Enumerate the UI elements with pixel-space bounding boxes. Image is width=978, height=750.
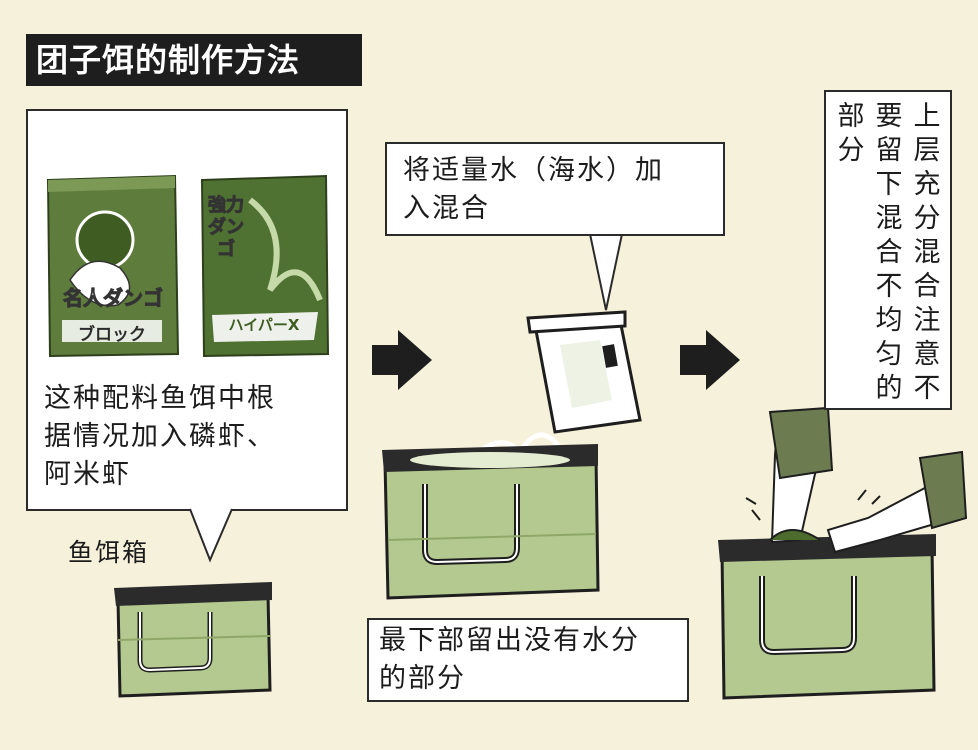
- bag1-brand-line-2: ブロック: [78, 325, 146, 345]
- step2-callout-text: 将适量水（海水）加 入混合: [403, 152, 723, 228]
- bait-box-mixing-icon: [382, 444, 600, 600]
- step3-callout: 上层充分混合注意不 要留下混合不均匀的 部分: [824, 90, 952, 410]
- bag2-brand-line-2: ハイパーX: [228, 316, 300, 334]
- bag2-brand-line-1: 強力ダンゴ: [208, 195, 245, 261]
- bag1-brand-label: 名人ダンゴ: [50, 282, 176, 311]
- step2-caption-line-1: 最下部留出没有水分: [379, 625, 640, 656]
- bait-bag-2-icon: [200, 174, 330, 358]
- step2-caption-box: 最下部留出没有水分 的部分: [367, 618, 689, 702]
- step3-callout-col-1: 上层充分混合注意不: [913, 101, 941, 404]
- step3-callout-col-2: 要留下混合不均匀的: [875, 101, 903, 404]
- page-title: 团子饵的制作方法: [26, 34, 362, 86]
- step1-panel-tail: [189, 508, 233, 563]
- step2-caption-line-2: 的部分: [379, 663, 466, 694]
- step2-callout-line-2: 入混合: [403, 193, 490, 224]
- bag2-brand-label: 強力ダンゴ: [206, 195, 246, 261]
- arrow-right-icon-1: [372, 330, 432, 390]
- water-bucket-icon: [526, 310, 642, 434]
- step2-callout: 将适量水（海水）加 入混合: [385, 142, 725, 236]
- step3-callout-col-3: 部分: [837, 101, 865, 166]
- step1-caption-line-2: 据情况加入磷虾、: [44, 421, 276, 452]
- arrow-right-icon-2: [680, 330, 740, 390]
- bag1-brand-line-1: 名人ダンゴ: [63, 286, 164, 311]
- bag1-sub-label: ブロック: [62, 320, 162, 345]
- bag2-sub-label: ハイパーX: [214, 314, 314, 335]
- step2-callout-line-1: 将适量水（海水）加: [403, 155, 664, 186]
- bait-bag-1-icon: [46, 174, 180, 358]
- step1-caption: 这种配料鱼饵中根 据情况加入磷虾、 阿米虾: [44, 380, 344, 494]
- bait-box-hands-icon: [718, 406, 968, 700]
- step2-caption-text: 最下部留出没有水分 的部分: [379, 622, 689, 698]
- bait-box-label: 鱼饵箱: [68, 538, 150, 567]
- step1-caption-line-3: 阿米虾: [44, 459, 131, 490]
- step1-caption-line-1: 这种配料鱼饵中根: [44, 383, 276, 414]
- step2-callout-tail: [589, 233, 623, 311]
- bait-box-small-icon: [114, 582, 272, 698]
